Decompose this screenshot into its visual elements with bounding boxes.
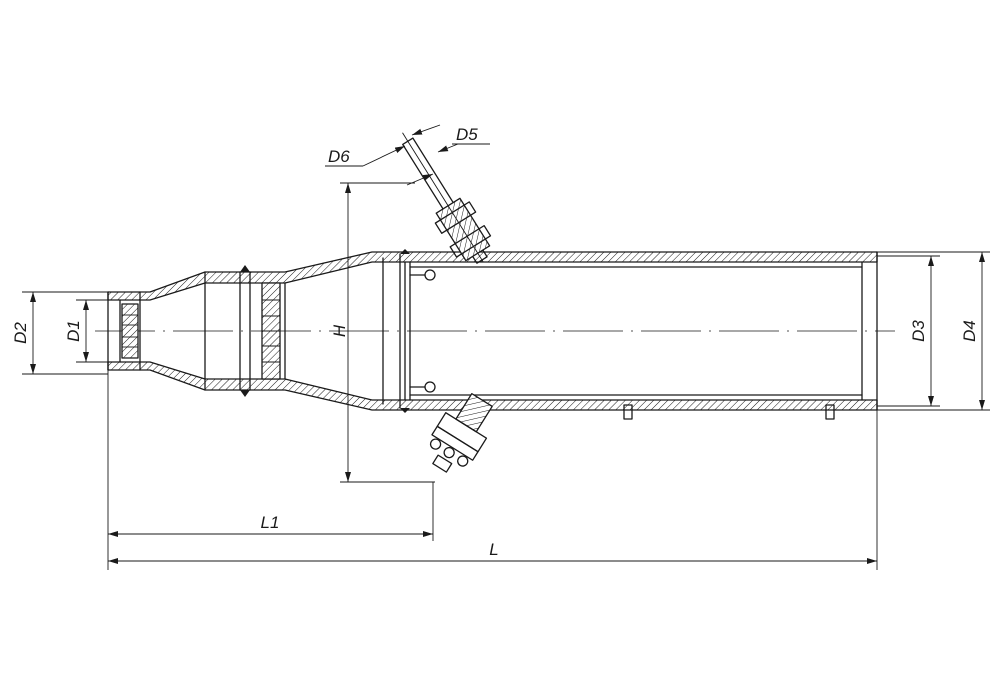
inlet-insert — [121, 303, 139, 359]
l-label: L — [489, 540, 498, 559]
hook-eye — [424, 269, 436, 281]
hook-eye — [424, 381, 436, 393]
section-weld — [400, 408, 410, 413]
d6-label: D6 — [328, 147, 350, 166]
d1-label: D1 — [64, 320, 83, 342]
d4-label: D4 — [960, 320, 979, 342]
d5-line — [411, 124, 441, 136]
boss — [825, 404, 835, 420]
h-label: H — [330, 324, 349, 337]
d6-line — [362, 145, 406, 167]
flange-weld — [240, 390, 250, 397]
d6-line — [406, 173, 434, 186]
lower-nozzle — [429, 392, 493, 473]
d5-label: D5 — [456, 125, 478, 144]
d2-label: D2 — [11, 322, 30, 344]
section-weld — [400, 249, 410, 254]
lower-wall — [107, 361, 878, 411]
l1-label: L1 — [261, 513, 280, 532]
upper-wall — [107, 251, 878, 301]
flange-weld — [240, 265, 250, 272]
boss — [623, 404, 633, 420]
upper-nozzle — [402, 132, 492, 264]
d5-line — [437, 143, 459, 153]
d3-label: D3 — [909, 320, 928, 342]
